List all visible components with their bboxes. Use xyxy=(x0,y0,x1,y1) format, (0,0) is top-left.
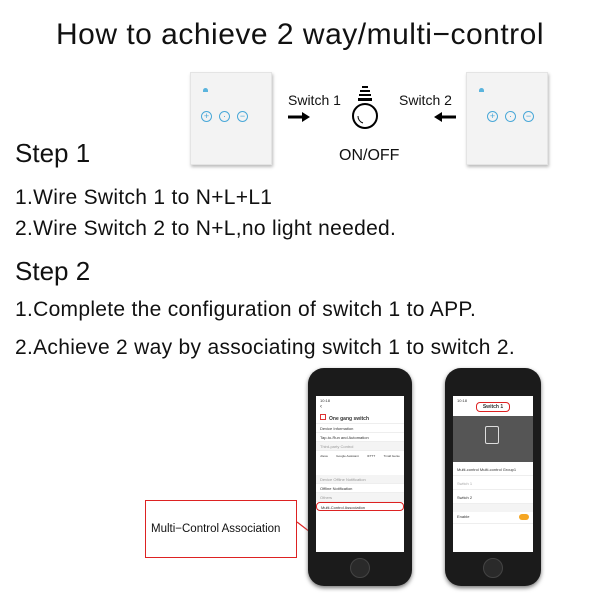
alexa-item[interactable]: Alexa xyxy=(320,454,328,458)
home-button[interactable] xyxy=(483,558,503,578)
page-title: How to achieve 2 way/multi−control xyxy=(55,18,545,51)
status-time: 10:18 xyxy=(320,398,331,403)
step-1-line-2: 2.Wire Switch 2 to N+L,no light needed. xyxy=(15,217,397,240)
minus-icon: − xyxy=(237,111,248,122)
enable-label: Enable xyxy=(457,514,470,519)
google-assistant-item[interactable]: Google Assistant xyxy=(336,454,359,458)
step-1-heading: Step 1 xyxy=(15,138,91,168)
phone-1-screen: 10:18 ‹ One gang switch Device Informati… xyxy=(316,396,404,552)
callout-box: Multi−Control Association xyxy=(145,500,297,558)
ifttt-item[interactable]: IFTTT xyxy=(367,454,376,458)
arrow-right-icon xyxy=(288,112,310,122)
switch-2-panel: + · − xyxy=(466,72,548,165)
back-icon[interactable]: ‹ xyxy=(320,404,322,410)
section-others: Others xyxy=(316,493,404,502)
step-1-line-1: 1.Wire Switch 1 to N+L+L1 xyxy=(15,186,273,209)
minus-icon: − xyxy=(523,111,534,122)
on-off-label: ON/OFF xyxy=(339,147,400,164)
menu-tap-to-run[interactable]: Tap-to-Run and Automation xyxy=(316,433,404,442)
step-2-heading: Step 2 xyxy=(15,256,91,286)
tmall-genie-item[interactable]: Tmall Genie xyxy=(383,454,400,458)
home-button[interactable] xyxy=(350,558,370,578)
wifi-icon xyxy=(203,88,208,92)
plus-icon: + xyxy=(201,111,212,122)
phone-2: 10:18 Switch 1 Multi-control Multi-contr… xyxy=(445,368,541,586)
offline-notification-toggle[interactable]: Offline Notification xyxy=(316,484,404,493)
switch-2-label: Switch 2 xyxy=(399,92,452,108)
phone-2-screen: 10:18 Switch 1 Multi-control Multi-contr… xyxy=(453,396,533,552)
light-bulb-icon xyxy=(352,86,378,129)
multi-control-association-item[interactable]: Multi-Control Association xyxy=(316,502,404,511)
step-2-line-2: 2.Achieve 2 way by associating switch 1 … xyxy=(15,336,515,359)
menu-device-information[interactable]: Device Information xyxy=(316,424,404,433)
switch-1-panel: + · − xyxy=(190,72,272,165)
header-title: Switch 1 xyxy=(475,402,511,412)
wifi-icon xyxy=(479,88,484,92)
light-icon: · xyxy=(505,111,516,122)
group-name[interactable]: Multi-control Multi-control Group1 xyxy=(453,462,533,476)
phone-1: 10:18 ‹ One gang switch Device Informati… xyxy=(308,368,412,586)
device-name: One gang switch xyxy=(329,416,370,422)
light-icon: · xyxy=(219,111,230,122)
callout-label: Multi−Control Association xyxy=(151,523,281,535)
switch-1-label: Switch 1 xyxy=(288,92,341,108)
section-third-party: Third-party Control xyxy=(316,442,404,451)
arrow-left-icon xyxy=(434,112,456,122)
step-2-line-1: 1.Complete the configuration of switch 1… xyxy=(15,298,477,321)
switch-1-item[interactable]: Switch 1 xyxy=(453,476,533,490)
switch-2-item[interactable]: Switch 2 xyxy=(453,490,533,504)
enable-toggle[interactable] xyxy=(519,514,529,520)
plus-icon: + xyxy=(487,111,498,122)
device-banner xyxy=(453,416,533,462)
section-offline: Device Offline Notification xyxy=(316,475,404,484)
device-icon xyxy=(320,414,326,420)
status-time: 10:18 xyxy=(457,398,468,403)
switch-device-icon xyxy=(485,426,499,444)
